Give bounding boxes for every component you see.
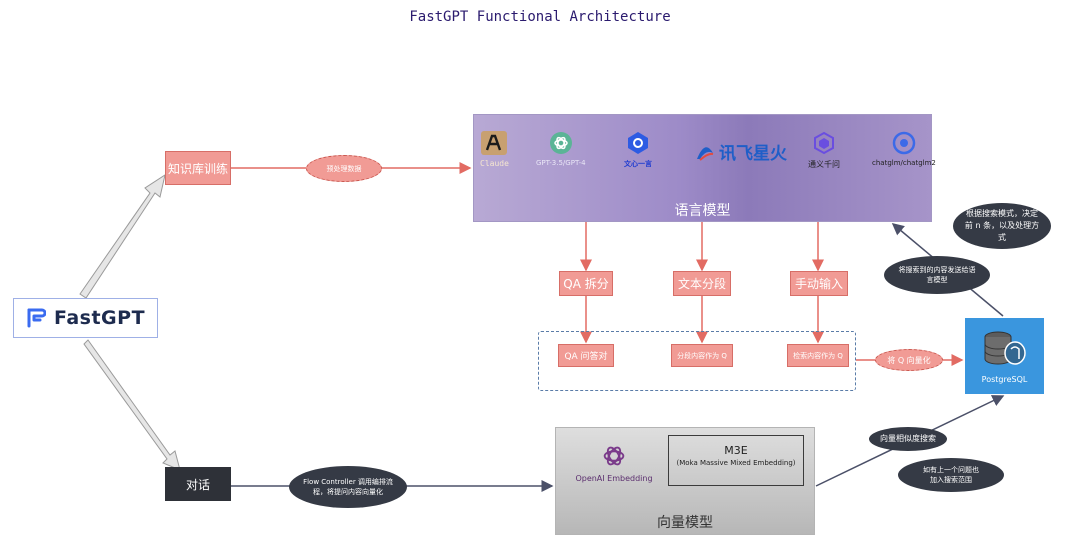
model-label: GPT-3.5/GPT-4 [536, 159, 586, 167]
wenxin-icon [628, 132, 648, 154]
model-label: chatglm/chatglm2 [872, 159, 936, 167]
openai-embedding-item: OpenAI Embedding [564, 442, 664, 483]
knowledge-training-node[interactable]: 知识库训练 [165, 151, 231, 185]
model-tongyi: 通义千问 [808, 131, 840, 170]
diagram-title: FastGPT Functional Architecture [409, 9, 671, 25]
language-model-title: 语言模型 [674, 203, 731, 219]
tongyi-icon [814, 131, 834, 155]
postgresql-node[interactable]: PostgreSQL [965, 318, 1044, 394]
preprocessed-output-group [538, 331, 856, 391]
flow-controller-note: Flow Controller 调用编排流程，将提问内容向量化 [289, 466, 407, 508]
model-gpt: GPT-3.5/GPT-4 [536, 131, 586, 167]
xunfei-icon [697, 146, 714, 161]
language-model-panel: Claude GPT-3.5/GPT-4 文心一言 讯飞星火 [473, 114, 936, 222]
dialog-node[interactable]: 对话 [165, 467, 231, 501]
anthropic-icon [481, 131, 508, 155]
openai-embedding-label: OpenAI Embedding [575, 474, 653, 483]
fastgpt-logo: FastGPT [13, 298, 158, 338]
model-xunfei: 讯飞星火 [694, 139, 787, 164]
search-as-q-node[interactable]: 检索内容作为 Q [787, 344, 849, 367]
postgresql-icon [984, 331, 1026, 365]
m3e-box: M3E (Moka Massive Mixed Embedding) [668, 435, 804, 486]
chatglm-icon [892, 131, 916, 155]
text-segment-node[interactable]: 文本分段 [673, 271, 731, 296]
preprocess-label: 预处理数据 [306, 155, 382, 182]
vectorize-q-label: 将 Q 向量化 [875, 349, 943, 371]
vector-model-title: 向量模型 [657, 515, 713, 531]
previous-question-note: 如有上一个问题也加入搜索范围 [898, 458, 1004, 492]
vector-model-panel: OpenAI Embedding M3E (Moka Massive Mixed… [555, 427, 815, 535]
model-label: 通义千问 [808, 160, 840, 169]
segment-as-q-node[interactable]: 分段内容作为 Q [671, 344, 733, 367]
model-label: 讯飞星火 [719, 144, 787, 164]
search-mode-note: 根据搜索模式，决定前 n 条，以及处理方式 [953, 203, 1051, 249]
postgresql-label: PostgreSQL [981, 374, 1028, 384]
logo-text: FastGPT [53, 307, 146, 329]
logo-to-dialog-arrow [83, 339, 181, 471]
logo-to-training-arrow [79, 173, 166, 299]
send-to-lm-note: 将搜索到的内容发送给语言模型 [884, 256, 990, 294]
openai-icon [549, 132, 572, 154]
model-wenxin: 文心一言 [624, 131, 652, 169]
m3e-subtitle: (Moka Massive Mixed Embedding) [676, 459, 796, 467]
model-label: Claude [480, 159, 509, 168]
qa-split-node[interactable]: QA 拆分 [559, 271, 613, 296]
similarity-search-note: 向量相似度搜索 [869, 427, 947, 451]
model-label: 文心一言 [624, 160, 652, 168]
openai-embedding-icon [603, 446, 625, 466]
model-claude: Claude [480, 131, 509, 168]
model-chatglm: chatglm/chatglm2 [872, 131, 936, 167]
qa-pair-node[interactable]: QA 问答对 [558, 344, 614, 367]
fastgpt-logo-icon [27, 308, 46, 328]
m3e-title: M3E [724, 444, 748, 457]
manual-input-node[interactable]: 手动输入 [790, 271, 848, 296]
